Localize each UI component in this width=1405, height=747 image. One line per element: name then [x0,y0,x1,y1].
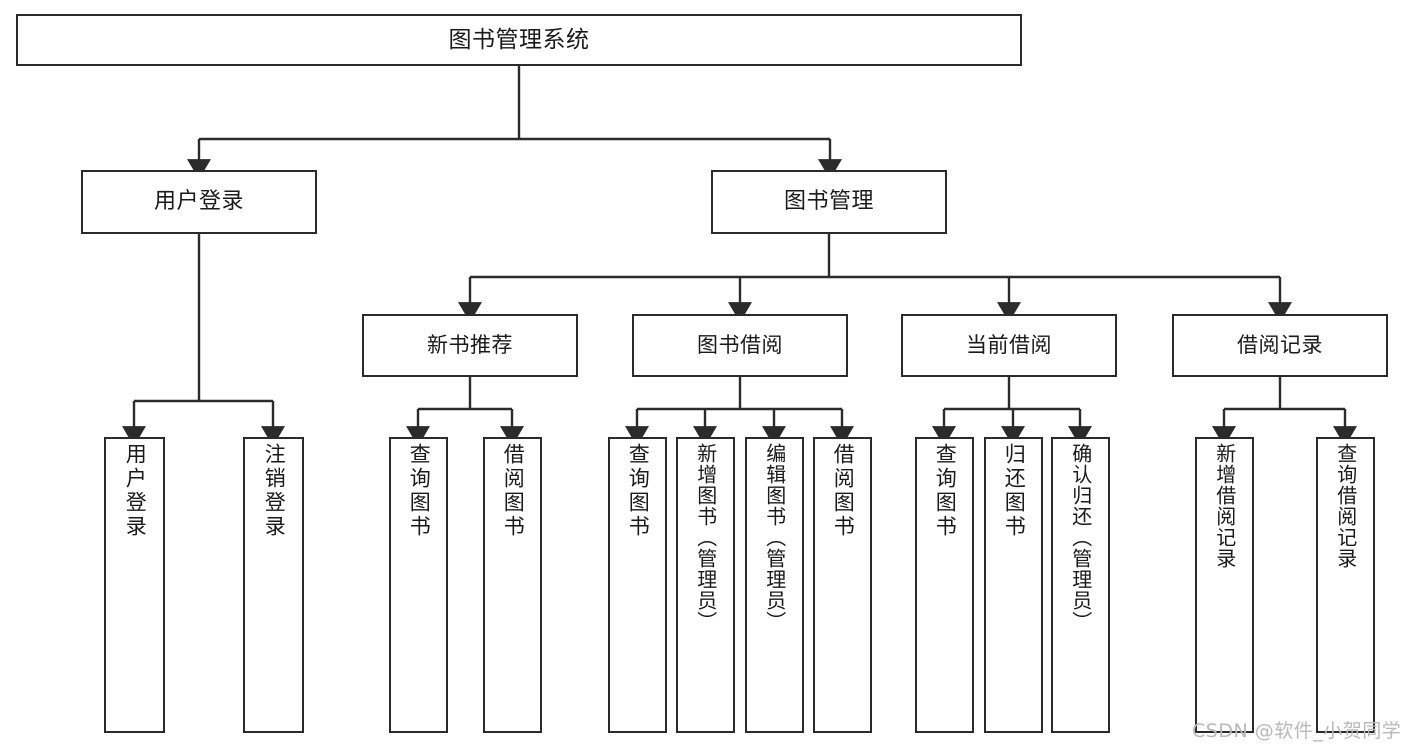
leaf-node-label: 新增图书（管理员） [693,443,718,632]
leaf-node-label: 借阅图书 [831,443,856,539]
leaf-node[interactable]: 归还图书 [984,437,1043,733]
leaf-node-label: 查询图书 [407,443,432,539]
node-current-borrow[interactable]: 当前借阅 [901,314,1117,377]
node-new-book-recommend[interactable]: 新书推荐 [362,314,578,377]
leaf-node-label: 归还图书 [1002,443,1027,539]
node-book-management[interactable]: 图书管理 [711,170,947,234]
node-book-borrow[interactable]: 图书借阅 [632,314,848,377]
node-user-login-label: 用户登录 [153,189,244,215]
node-book-management-label: 图书管理 [783,189,874,215]
leaf-node[interactable]: 查询借阅记录 [1316,437,1375,733]
leaf-node-label: 注销登录 [262,443,287,539]
leaf-node-label: 查询图书 [626,443,651,539]
watermark-text: CSDN @软件_小贺同学 [1192,720,1402,742]
node-borrow-record-label: 借阅记录 [1237,333,1323,358]
leaf-node[interactable]: 用户登录 [104,437,165,733]
leaf-node-label: 查询图书 [933,443,958,539]
leaf-node[interactable]: 注销登录 [243,437,304,733]
node-root[interactable]: 图书管理系统 [16,14,1022,66]
leaf-node[interactable]: 编辑图书（管理员） [745,437,804,733]
leaf-node-label: 新增借阅记录 [1212,443,1237,569]
leaf-node-label: 借阅图书 [501,443,526,539]
leaf-node-label: 确认归还（管理员） [1068,443,1093,632]
node-current-borrow-label: 当前借阅 [966,333,1052,358]
leaf-node-label: 用户登录 [123,443,148,539]
leaf-node[interactable]: 查询图书 [915,437,974,733]
leaf-node[interactable]: 确认归还（管理员） [1051,437,1110,733]
node-root-label: 图书管理系统 [448,26,590,53]
leaf-node[interactable]: 查询图书 [389,437,448,733]
node-book-borrow-label: 图书借阅 [697,333,783,358]
node-borrow-record[interactable]: 借阅记录 [1172,314,1388,377]
node-new-book-recommend-label: 新书推荐 [427,333,513,358]
leaf-node-label: 查询借阅记录 [1333,443,1358,569]
node-user-login[interactable]: 用户登录 [81,170,317,234]
leaf-node-label: 编辑图书（管理员） [762,443,787,632]
leaf-node[interactable]: 借阅图书 [483,437,542,733]
leaf-node[interactable]: 查询图书 [608,437,667,733]
leaf-node[interactable]: 新增图书（管理员） [676,437,735,733]
leaf-node[interactable]: 新增借阅记录 [1195,437,1254,733]
leaf-node[interactable]: 借阅图书 [813,437,872,733]
